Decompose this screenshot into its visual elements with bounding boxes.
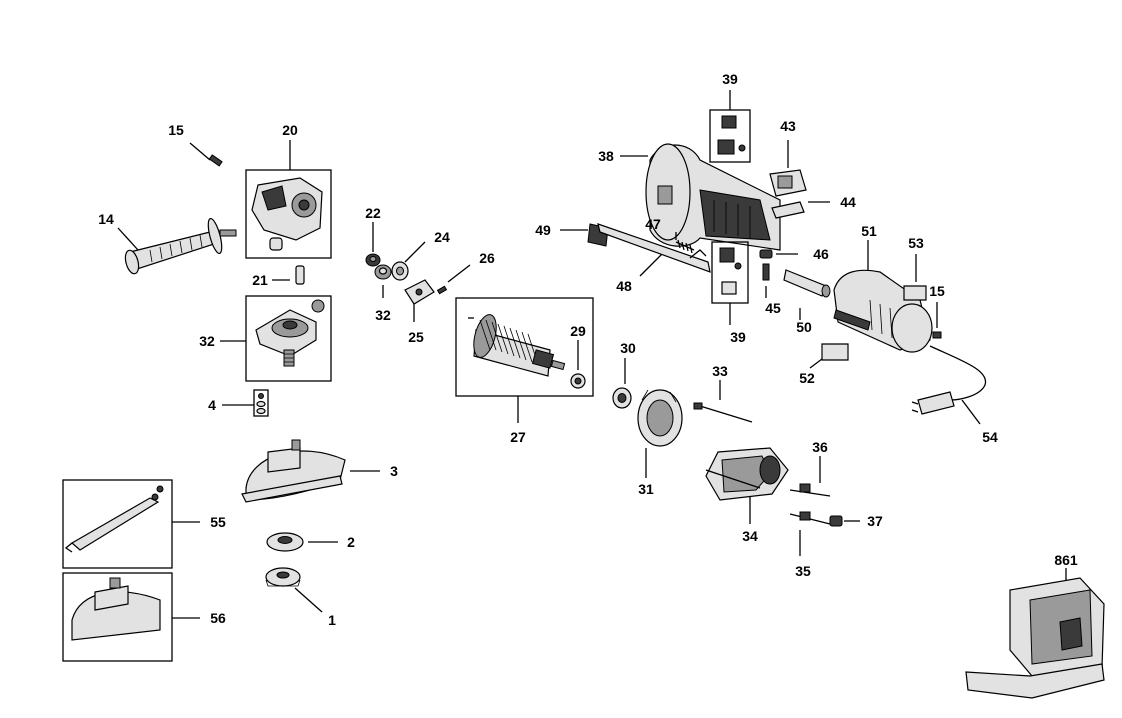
label-part-55: 55: [210, 514, 226, 530]
part-34-field-stator: [705, 447, 789, 524]
label-part-48: 48: [616, 278, 632, 294]
label-part-51: 51: [861, 223, 877, 239]
part-53-label: [903, 254, 927, 301]
part-33-long-screw: [693, 380, 753, 423]
part-45-screw: [762, 263, 770, 298]
label-part-44: 44: [840, 194, 856, 210]
label-part-861: 861: [1054, 552, 1078, 568]
part-55-spanner-wrench: [62, 479, 200, 569]
label-part-50: 50: [796, 319, 812, 335]
part-38-motor-housing: [620, 143, 781, 251]
part-861-carrying-case: [965, 568, 1105, 699]
label-part-29: 29: [570, 323, 586, 339]
part-52-label: [809, 343, 849, 369]
part-3-wheel-guard: [241, 439, 380, 503]
part-44-switch-cover: [771, 201, 830, 219]
label-part-49: 49: [535, 222, 551, 238]
part-47-spring: [675, 232, 695, 254]
label-part-14: 14: [98, 211, 114, 227]
part-54-power-cord: [911, 345, 987, 425]
part-30-bearing: [612, 358, 632, 409]
part-21-pin: [272, 265, 305, 285]
part-26-screw: [436, 264, 471, 295]
label-part-36: 36: [812, 439, 828, 455]
part-24-washer: [391, 241, 426, 281]
label-part-52: 52: [799, 370, 815, 386]
part-36-brush-holder: [789, 456, 831, 497]
label-part-4: 4: [208, 397, 216, 413]
part-32-bearing: [374, 264, 392, 298]
part-14-side-handle: [117, 217, 237, 275]
label-part-22: 22: [365, 205, 381, 221]
label-part-47: 47: [645, 216, 661, 232]
part-20-gear-housing: [245, 140, 332, 259]
label-part-35: 35: [795, 563, 811, 579]
part-27-armature: [455, 297, 594, 423]
label-part-24: 24: [434, 229, 450, 245]
part-43-switch: [769, 140, 807, 197]
label-part-45: 45: [765, 300, 781, 316]
label-part-25: 25: [408, 329, 424, 345]
label-part-1: 1: [328, 612, 336, 628]
label-part-30: 30: [620, 340, 636, 356]
part-22-nut: [365, 222, 381, 267]
label-part-37: 37: [867, 513, 883, 529]
part-1-outer-flange-nut: [265, 567, 323, 613]
label-part-20: 20: [282, 122, 298, 138]
label-part-27: 27: [510, 429, 526, 445]
label-part-33: 33: [712, 363, 728, 379]
label-part-43: 43: [780, 118, 796, 134]
label-part-21: 21: [252, 272, 268, 288]
part-4-washer-set: [222, 389, 269, 417]
label-part-3: 3: [390, 463, 398, 479]
label-part-54: 54: [982, 429, 998, 445]
label-part-32-left: 32: [199, 333, 215, 349]
part-50-cord-protector: [783, 269, 831, 320]
label-part-38: 38: [598, 148, 614, 164]
label-part-53: 53: [908, 235, 924, 251]
part-2-inner-flange: [266, 532, 338, 552]
part-15-screw-right: [932, 302, 942, 339]
label-part-26: 26: [479, 250, 495, 266]
part-37-carbon-brush: [829, 515, 860, 527]
label-part-34: 34: [742, 528, 758, 544]
part-39-switch-top: [709, 90, 751, 163]
part-46-brush-spring: [759, 249, 798, 259]
label-part-2: 2: [347, 534, 355, 550]
part-15-screw-left: [189, 142, 223, 167]
label-part-31: 31: [638, 481, 654, 497]
part-35-brush-holder: [789, 511, 831, 556]
part-48-switch-lever: [597, 223, 711, 277]
part-56-alternate-guard: [62, 572, 200, 662]
part-29-bearing: [570, 340, 586, 389]
label-part-46: 46: [813, 246, 829, 262]
part-25-bearing-plate: [404, 279, 435, 322]
label-part-15-left: 15: [168, 122, 184, 138]
label-part-56: 56: [210, 610, 226, 626]
label-part-39-top: 39: [722, 71, 738, 87]
part-32-spindle-assembly: [220, 295, 332, 382]
part-31-bearing-holder: [637, 389, 683, 478]
label-part-39-bottom: 39: [730, 329, 746, 345]
label-part-15-right: 15: [929, 283, 945, 299]
part-39-switch-bottom: [711, 241, 749, 325]
label-part-32-right: 32: [375, 307, 391, 323]
